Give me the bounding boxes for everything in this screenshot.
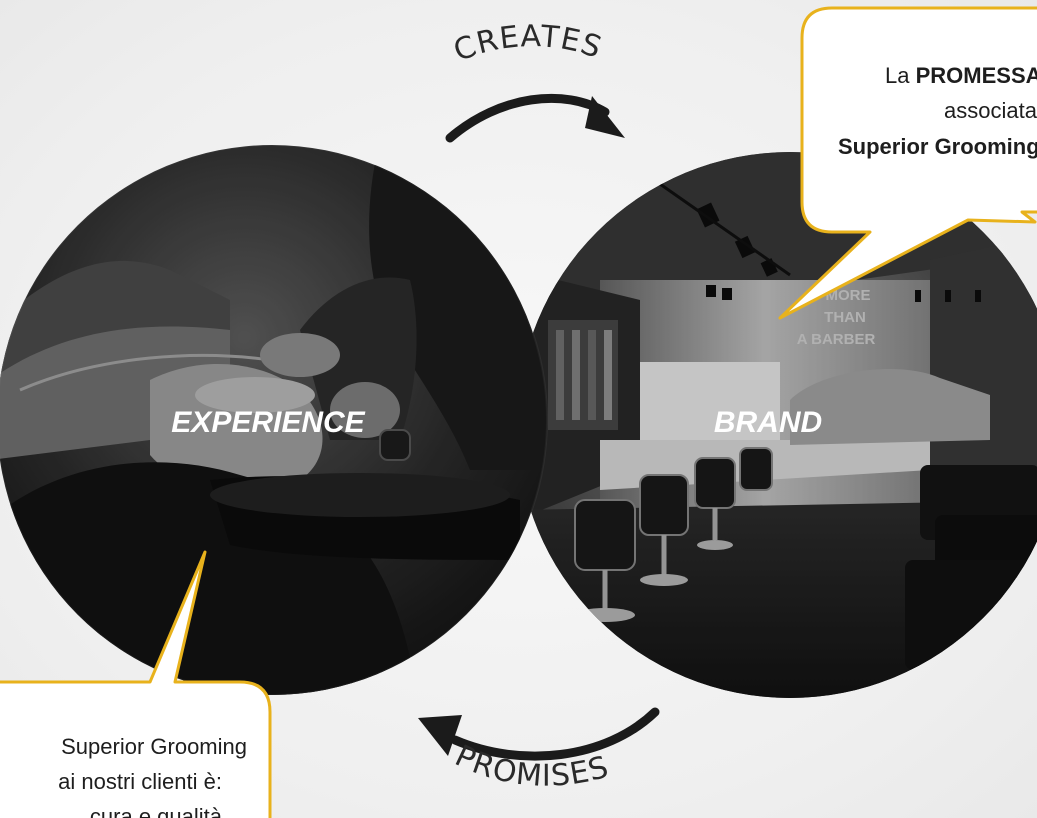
- brand-circle: MORE THAN A BARBER: [517, 152, 1037, 698]
- brand-label: BRAND: [714, 406, 822, 439]
- callout-top-bubble: [778, 6, 1037, 320]
- mural-word-3: A BARBER: [797, 331, 876, 348]
- creates-arrowhead-icon: [585, 96, 625, 138]
- mural-word-1: MORE: [826, 287, 871, 304]
- experience-label: EXPERIENCE: [171, 406, 365, 439]
- creates-label: CREATES: [449, 19, 607, 69]
- mural-word-2: THAN: [824, 309, 866, 326]
- promises-arrowhead-icon: [418, 715, 462, 756]
- experience-circle: [0, 144, 548, 696]
- creates-label-path: CREATES: [449, 19, 606, 69]
- creates-arrow: CREATES: [445, 19, 625, 143]
- callout-bottom-bubble: [0, 550, 272, 818]
- promises-arrow: PROMISES: [418, 707, 660, 794]
